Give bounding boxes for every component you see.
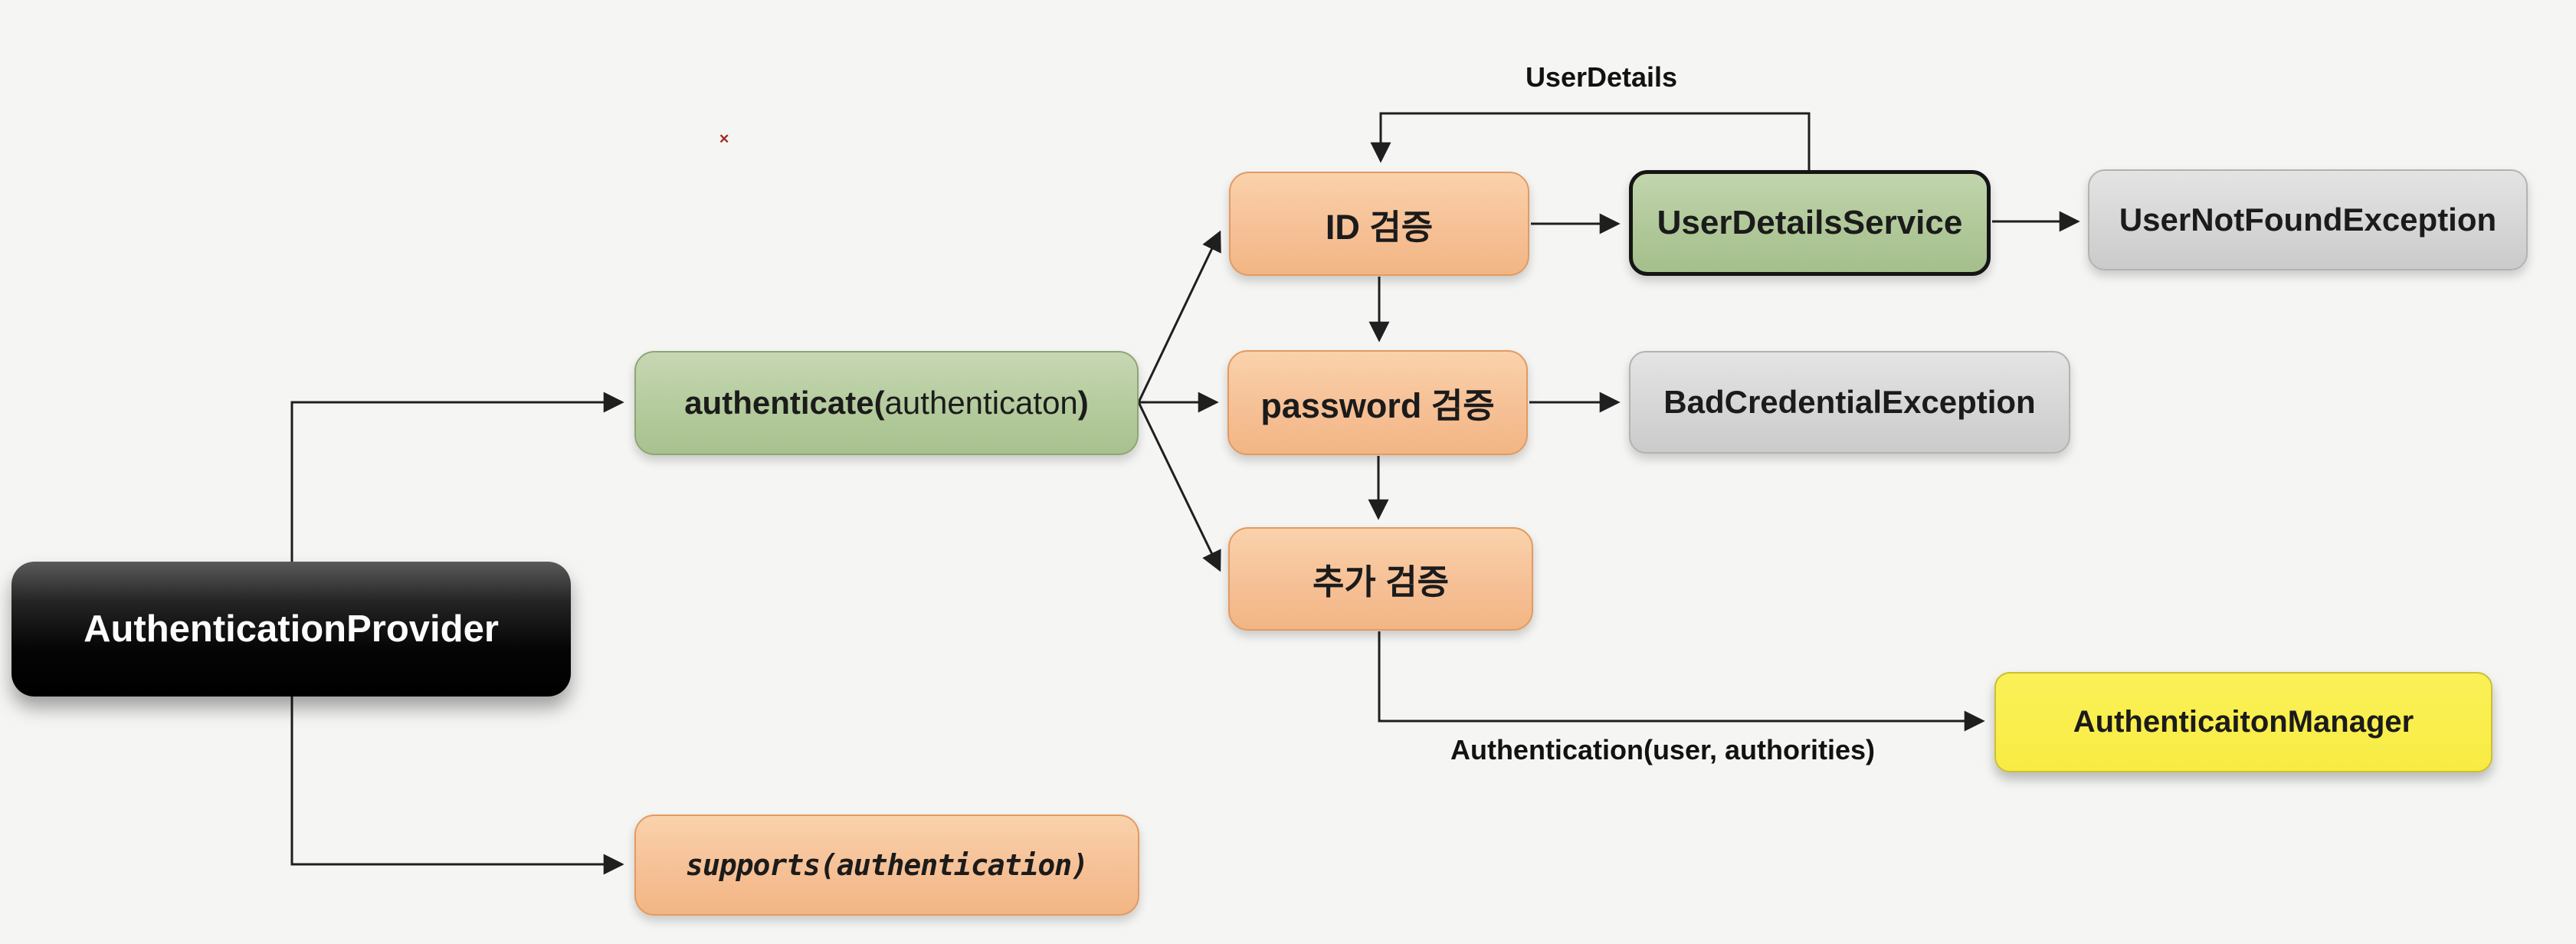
node-authentication-provider: AuthenticationProvider xyxy=(11,562,571,697)
node-id-check: ID 검증 xyxy=(1229,172,1529,276)
edge-label-user-details: UserDetails xyxy=(1525,61,1678,93)
node-authentication-manager-label: AuthenticaitonManager xyxy=(2073,705,2414,739)
node-user-details-service-label: UserDetailsService xyxy=(1657,204,1963,241)
edge-extra-check-to-authentication-manager xyxy=(1378,631,1985,732)
node-user-not-found-exception: UserNotFoundException xyxy=(2088,169,2528,270)
node-bad-credential-exception-label: BadCredentialException xyxy=(1663,384,2036,420)
node-id-check-label: ID 검증 xyxy=(1325,207,1434,247)
edge-authenticate-to-id-check xyxy=(1137,230,1221,403)
node-extra-check: 추가 검증 xyxy=(1228,527,1533,631)
edge-label-authentication-result: Authentication(user, authorities) xyxy=(1450,734,1876,765)
edge-provider-to-authenticate xyxy=(290,392,624,562)
node-supports: supports(authentication) xyxy=(634,815,1139,916)
node-authenticate: authenticate(authenticaton) xyxy=(634,351,1139,455)
node-user-details-service: UserDetailsService xyxy=(1629,170,1991,276)
node-authentication-manager: AuthenticaitonManager xyxy=(1994,672,2492,772)
edge-authenticate-to-extra-check xyxy=(1137,402,1221,572)
node-extra-check-label: 추가 검증 xyxy=(1312,562,1450,601)
red-artifact-mark: ✕ xyxy=(719,132,730,146)
node-password-check-label: password 검증 xyxy=(1260,386,1495,425)
node-user-not-found-exception-label: UserNotFoundException xyxy=(2119,202,2497,238)
node-authenticate-label: authenticate(authenticaton) xyxy=(684,385,1089,421)
edge-provider-to-supports xyxy=(290,697,624,875)
node-password-check: password 검증 xyxy=(1227,350,1528,455)
node-bad-credential-exception: BadCredentialException xyxy=(1629,351,2070,454)
node-supports-label: supports(authentication) xyxy=(685,848,1089,882)
node-authentication-provider-label: AuthenticationProvider xyxy=(84,608,499,650)
edge-user-details-service-to-id-check-feedback xyxy=(1370,112,1811,172)
